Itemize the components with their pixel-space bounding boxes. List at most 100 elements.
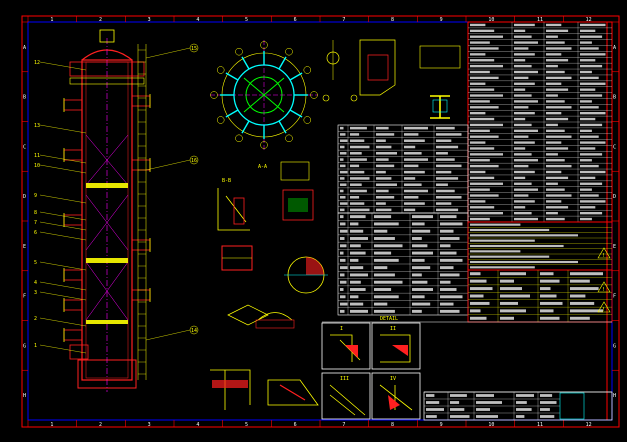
rev-text-bar [540, 287, 551, 291]
support-lug-detail [217, 188, 250, 231]
section-label-aa: A-A [258, 164, 267, 170]
spec-text-bar [514, 176, 526, 180]
spec-text-bar [514, 23, 535, 27]
leader-line-right [145, 159, 191, 171]
part-number: 10 [34, 163, 40, 169]
spec-text-bar [470, 217, 490, 221]
spec-text-bar [514, 194, 529, 197]
spec-text-bar [514, 70, 538, 74]
part-number: 1 [34, 343, 37, 349]
balloon [189, 155, 199, 165]
nozzle-text-bar [404, 202, 425, 205]
spec-text-bar [580, 129, 592, 132]
spec-text-bar [514, 135, 529, 138]
rev-text-bar [570, 279, 590, 283]
ruler-label-right: E [613, 244, 616, 250]
ruler-label-bottom: 8 [391, 422, 394, 428]
parts-text-bar [350, 295, 359, 299]
spec-text-bar [470, 194, 499, 197]
nozzle-text-bar [404, 152, 422, 155]
support-lug-plate [233, 197, 245, 225]
spec-text-bar [580, 64, 603, 68]
spec-table-rows [468, 22, 612, 222]
title-text-bar [516, 401, 527, 404]
spec-text-bar [580, 135, 599, 138]
spec-text-bar [546, 23, 562, 27]
part-leaders [39, 43, 199, 354]
ruler-label-right: B [613, 95, 616, 101]
orient-balloon [285, 47, 293, 56]
title-block-logo [559, 392, 585, 420]
orientation-view [210, 40, 318, 150]
parts-text-bar [350, 215, 366, 219]
flange-detail-a [322, 94, 330, 102]
nozzle-text-bar [436, 158, 455, 161]
spec-text-bar [514, 153, 532, 156]
spec-text-bar [470, 200, 486, 203]
warning-mark-3: ! [602, 307, 605, 313]
req-text-bar [470, 223, 521, 226]
rev-text-bar [470, 316, 487, 320]
spec-text-bar [546, 176, 569, 180]
spec-text-bar [546, 112, 562, 115]
orient-nozzle [278, 120, 287, 134]
spec-text-bar [580, 29, 596, 32]
spec-text-bar [546, 217, 565, 221]
parts-text-bar [440, 288, 457, 291]
spec-text-bar [546, 212, 558, 215]
nozzle-right [131, 159, 151, 171]
nozzle-text-bar [376, 158, 389, 161]
detail-label-ii: II [390, 326, 396, 332]
rev-text-bar [500, 316, 514, 320]
parts-text-bar [350, 309, 368, 313]
orient-balloon [260, 141, 268, 149]
orient-nozzle [225, 72, 239, 81]
ruler-label-bottom: 11 [537, 422, 543, 428]
ruler-label-right: F [613, 294, 616, 300]
rev-text-bar [570, 309, 603, 313]
parts-text-bar [340, 288, 344, 291]
part-number: 3 [34, 290, 37, 296]
nozzle-text-bar [436, 183, 448, 186]
spec-text-bar [470, 164, 499, 168]
part-number: 9 [34, 193, 37, 199]
platform-ladder [137, 44, 147, 380]
parts-text-bar [412, 215, 433, 219]
parts-text-bar [412, 222, 425, 226]
packing-cross-lower [85, 261, 129, 321]
spec-text-bar [470, 123, 503, 127]
spec-text-bar [470, 53, 486, 56]
nozzle-text-bar [340, 145, 345, 149]
req-text-bar [470, 244, 564, 248]
spec-text-bar [514, 123, 532, 127]
leader-line [39, 194, 87, 204]
spec-text-bar [580, 35, 603, 38]
nozzle-right [131, 239, 151, 251]
spec-text-bar [470, 182, 503, 185]
weld-box-2 [371, 322, 421, 370]
spec-text-bar [546, 70, 565, 74]
parts-text-bar [412, 280, 428, 284]
balloon [189, 43, 199, 53]
rev-text-bar [570, 316, 590, 320]
nozzle-text-bar [376, 139, 386, 142]
parts-text-bar [440, 295, 463, 299]
top-flange [69, 61, 145, 77]
part-number: 4 [34, 280, 37, 286]
packing-cross-mid [85, 194, 129, 251]
spec-text-bar [470, 212, 503, 215]
parts-text-bar [374, 273, 395, 277]
nozzle-text-bar [376, 208, 392, 212]
parts-text-bar [350, 229, 364, 233]
ruler-label-bottom: 12 [586, 422, 592, 428]
rev-text-bar [540, 294, 557, 298]
rev-text-bar [540, 301, 563, 305]
parts-text-bar [340, 251, 344, 255]
title-block [423, 391, 613, 421]
leader-line-right [145, 47, 191, 59]
spec-text-bar [514, 217, 538, 221]
spec-table [467, 21, 613, 223]
